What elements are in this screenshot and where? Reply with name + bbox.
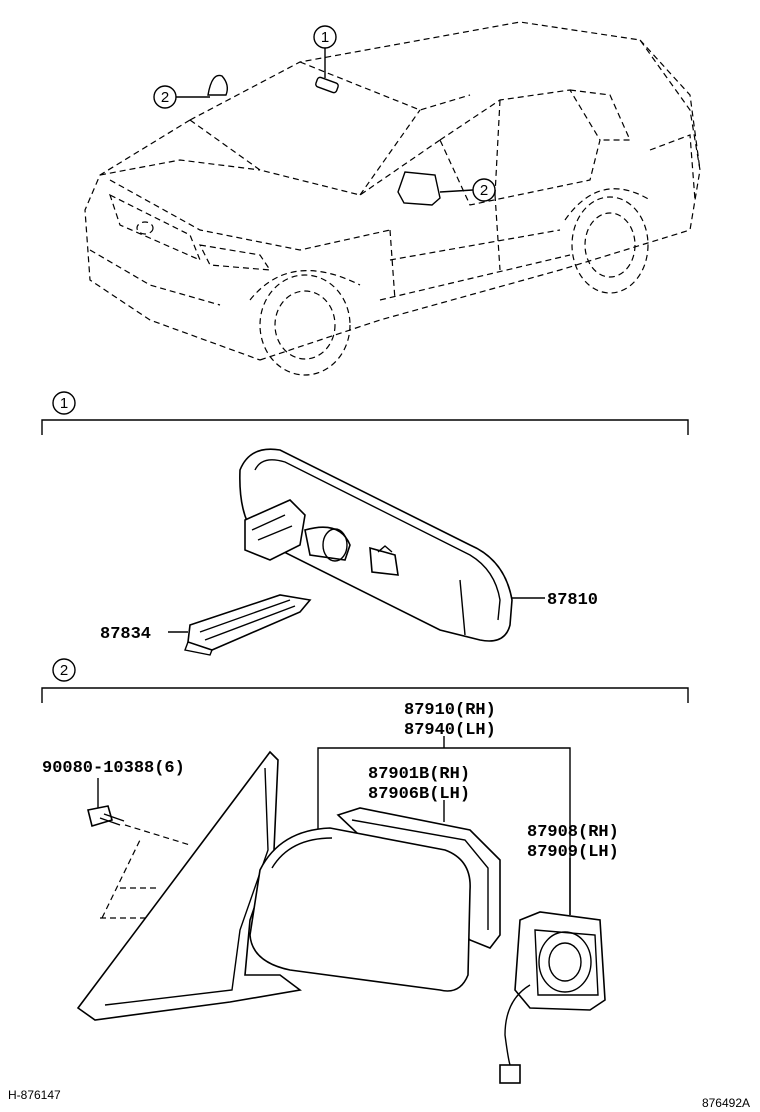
label-87906b: 87906B(LH): [368, 785, 470, 804]
label-87910: 87910(RH): [404, 701, 496, 720]
footer-right-code: 876492A: [701, 1096, 750, 1110]
section-2-header: 2: [41, 658, 689, 703]
callout-2-right-number: 2: [480, 182, 488, 199]
label-87940: 87940(LH): [404, 721, 496, 740]
vehicle-illustration: [84, 21, 701, 376]
callout-2-left: 2: [153, 85, 210, 109]
label-87901b: 87901B(RH): [368, 765, 470, 784]
footer-left-code: H-876147: [8, 1088, 61, 1102]
label-87908: 87908(RH): [527, 823, 619, 842]
section-1-header: 1: [41, 391, 689, 435]
label-87834: 87834: [100, 625, 151, 644]
callout-2-left-number: 2: [161, 89, 169, 106]
callout-2-right: 2: [439, 178, 496, 202]
callout-1-number: 1: [321, 29, 329, 46]
label-87810: 87810: [547, 591, 598, 610]
mirror-motor: [499, 911, 606, 1084]
mounting-screw: [87, 778, 191, 846]
section-1-number: 1: [60, 395, 68, 412]
section-2-number: 2: [60, 662, 68, 679]
mirror-cover-clip: [184, 594, 312, 656]
inner-mirror-assembly: [239, 448, 513, 642]
label-90080-10388: 90080-10388(6): [42, 759, 185, 778]
callout-1: 1: [313, 25, 337, 78]
mirror-base-bracket: [76, 750, 302, 1021]
label-87909: 87909(LH): [527, 843, 619, 862]
mirror-housing: [249, 807, 501, 992]
